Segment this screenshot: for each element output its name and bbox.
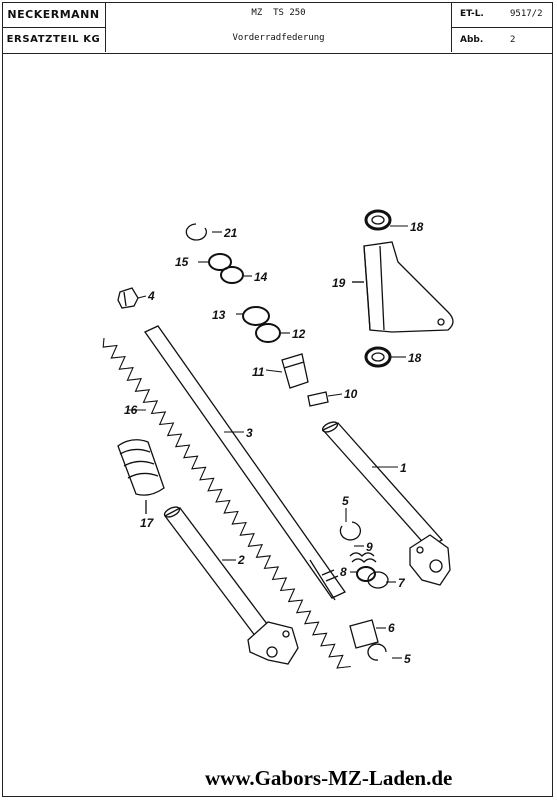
part-13-ring (242, 306, 270, 326)
reference-box: ET-L. 9517/2 Abb. 2 (452, 2, 552, 52)
part-9-spring-small (349, 552, 377, 563)
model-title: MZ TS 250 (251, 8, 306, 18)
brand-name: NECKERMANN (2, 2, 105, 28)
label-7: 7 (398, 576, 406, 590)
label-18-top: 18 (410, 220, 424, 234)
part-18-bearing-bottom (364, 346, 392, 368)
section-subtitle: Vorderradfederung (232, 33, 325, 43)
brand-box: NECKERMANN ERSATZTEIL KG (2, 2, 106, 52)
part-14-ring (220, 266, 244, 284)
part-17-dust-boot (117, 439, 165, 514)
label-4: 4 (147, 289, 155, 303)
part-5-circlip-lower (367, 643, 387, 661)
part-10-bushing (307, 391, 329, 407)
part-19-fork-bracket (352, 241, 454, 333)
abb-row: Abb. 2 (452, 28, 552, 52)
etl-label: ET-L. (460, 9, 484, 19)
label-3: 3 (246, 426, 253, 440)
label-5-lower: 5 (404, 652, 411, 666)
label-10: 10 (344, 387, 358, 401)
label-6: 6 (388, 621, 395, 635)
etl-row: ET-L. 9517/2 (452, 2, 552, 28)
label-19: 19 (332, 276, 346, 290)
label-21: 21 (223, 226, 238, 240)
part-5-circlip-upper (339, 521, 361, 541)
title-block: NECKERMANN ERSATZTEIL KG MZ TS 250 Vorde… (2, 2, 553, 54)
part-12-ring (255, 323, 281, 343)
part-2-left-slider (163, 506, 299, 665)
part-16-spring (102, 337, 351, 669)
label-17: 17 (140, 516, 155, 530)
website-footer: www.Gabors-MZ-Laden.de (205, 766, 453, 790)
title-box: MZ TS 250 Vorderradfederung (106, 2, 452, 52)
label-15: 15 (175, 255, 189, 269)
part-18-bearing-top (364, 209, 392, 231)
part-1-right-slider (321, 421, 451, 586)
label-18-bottom: 18 (408, 351, 422, 365)
label-11: 11 (252, 365, 265, 379)
abb-label: Abb. (460, 35, 484, 45)
abb-value: 2 (510, 35, 516, 45)
etl-value: 9517/2 (510, 9, 543, 19)
part-8-washer (356, 566, 376, 582)
part-4-nut (117, 287, 139, 309)
label-2: 2 (237, 553, 245, 567)
part-3-inner-tube (144, 325, 346, 601)
label-1: 1 (400, 461, 407, 475)
part-21-circlip (185, 223, 207, 241)
label-5-upper: 5 (342, 494, 349, 508)
part-11-sleeve (281, 353, 309, 389)
part-6-bushing (349, 619, 379, 649)
part-15-ring (208, 253, 232, 271)
brand-subname: ERSATZTEIL KG (6, 34, 101, 45)
label-12: 12 (292, 327, 306, 341)
label-16: 16 (124, 403, 138, 417)
label-13: 13 (212, 308, 226, 322)
part-7-seal (367, 571, 389, 589)
label-9: 9 (366, 540, 373, 554)
label-14: 14 (254, 270, 268, 284)
label-8: 8 (340, 565, 347, 579)
